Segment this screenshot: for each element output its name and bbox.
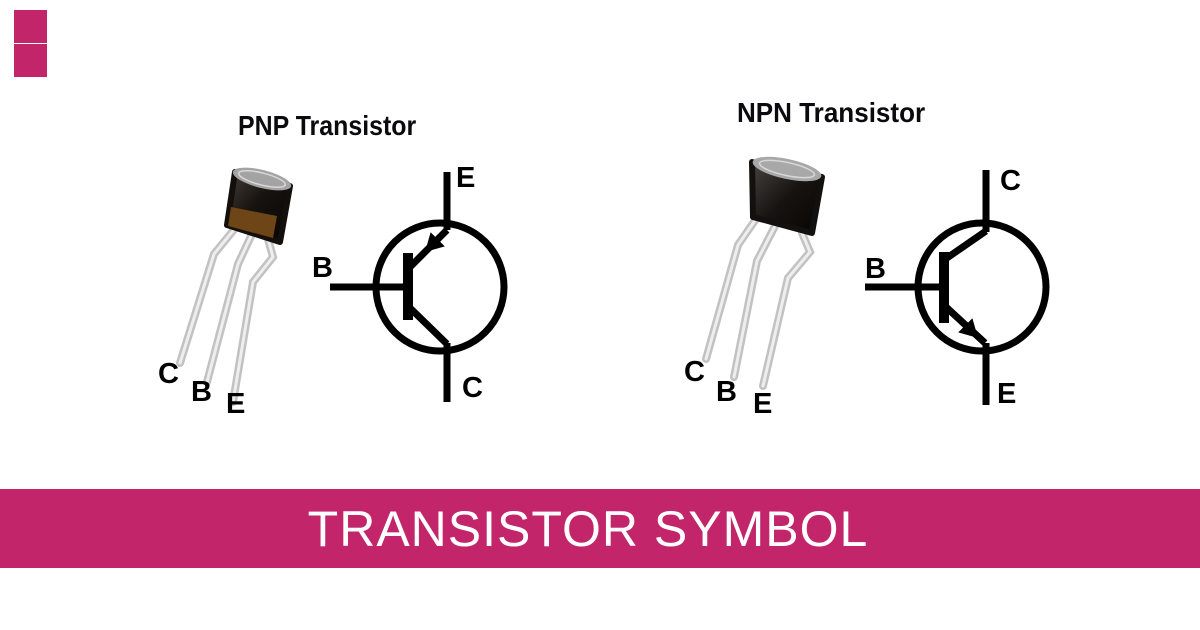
- npn-pin-label-b: B: [716, 376, 737, 408]
- pnp-package-top-face: [232, 167, 292, 191]
- pnp-pin-label-e: E: [226, 388, 246, 420]
- pnp-symbol-label-b: B: [312, 252, 333, 284]
- npn-symbol-label-e: E: [997, 378, 1016, 410]
- npn-pin-label-e: E: [753, 388, 773, 420]
- pnp-transistor-photo: [176, 167, 293, 406]
- npn-circuit-symbol: C B E: [865, 165, 1050, 410]
- pnp-package-brown-patch: [228, 207, 277, 238]
- pnp-circuit-symbol: E B C: [312, 162, 508, 404]
- pnp-symbol-label-e: E: [456, 162, 475, 194]
- npn-legs: [702, 215, 815, 390]
- npn-title: NPN Transistor: [737, 97, 926, 128]
- npn-transistor-photo: [702, 156, 825, 390]
- npn-pin-label-c: C: [684, 356, 705, 388]
- pnp-arrow-inward: [425, 232, 445, 252]
- corner-square-top: [14, 10, 47, 43]
- npn-arrow-outward: [958, 318, 978, 338]
- banner-text: TRANSISTOR SYMBOL: [307, 500, 869, 557]
- pnp-legs: [176, 222, 278, 406]
- npn-collector-diagonal: [942, 228, 988, 263]
- npn-symbol-label-c: C: [1000, 165, 1021, 197]
- title-banner: TRANSISTOR SYMBOL: [0, 489, 1200, 568]
- npn-symbol-label-b: B: [865, 253, 886, 285]
- pnp-title: PNP Transistor: [238, 110, 417, 141]
- pnp-pin-label-b: B: [191, 376, 212, 408]
- pnp-pin-label-c: C: [158, 358, 179, 390]
- npn-package-top-face: [752, 156, 822, 182]
- corner-square-bottom: [14, 44, 47, 77]
- pnp-symbol-label-c: C: [462, 372, 483, 404]
- pnp-collector-diagonal: [407, 305, 450, 347]
- npn-emitter-diagonal: [943, 304, 988, 346]
